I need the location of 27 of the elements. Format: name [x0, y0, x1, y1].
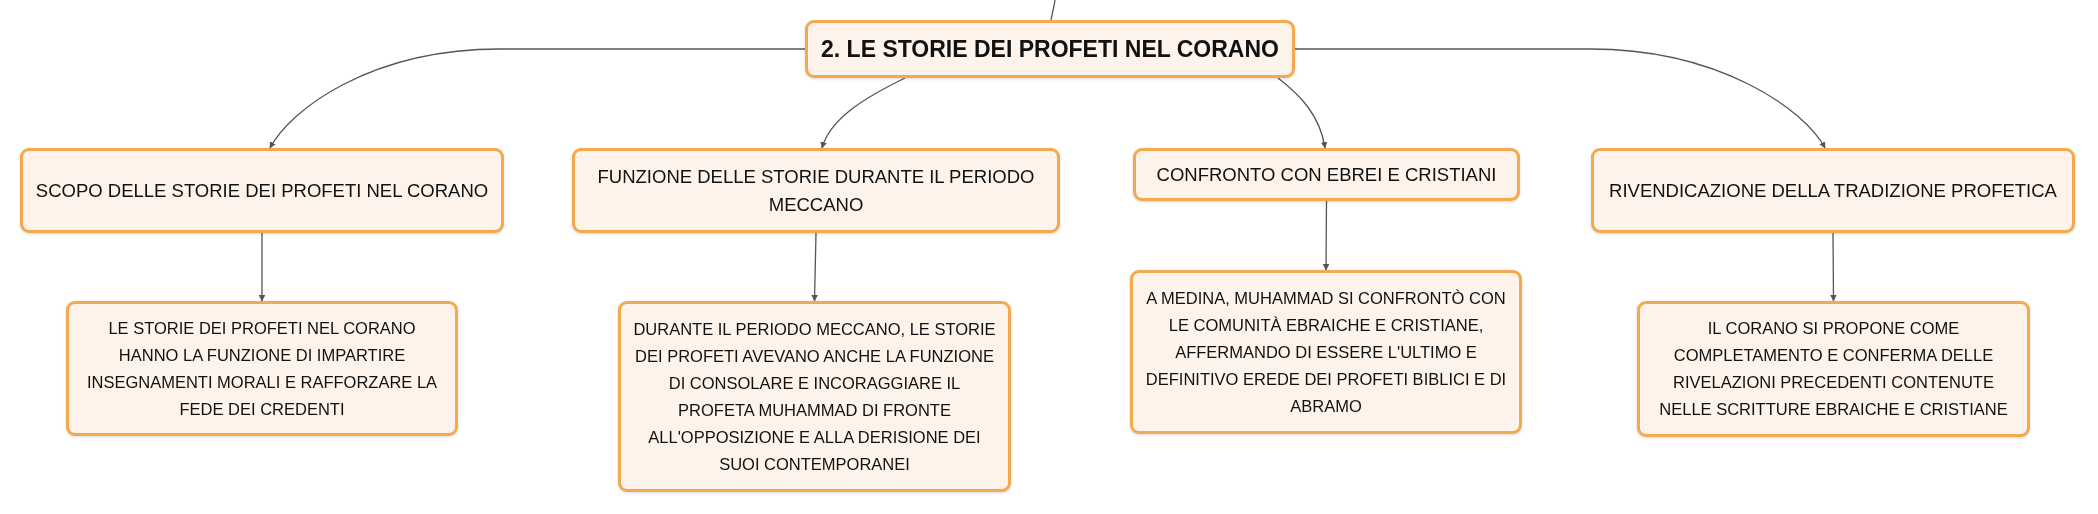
detail-box	[618, 301, 1011, 492]
detail-box	[66, 301, 458, 436]
node-text: LE STORIE DEI PROFETI NEL CORANO HANNO LA FUNZIONE DI IMPARTIRE INSEGNAMENTI MORALI E RAFFORZARE LA FEDE DEI CREDENTI	[85, 317, 439, 420]
connector	[1322, 200, 1330, 271]
node-text: SCOPO DELLE STORIE DEI PROFETI NEL CORANO	[35, 178, 489, 203]
connector	[1294, 48, 1826, 149]
connector	[1830, 232, 1837, 302]
connector	[269, 48, 806, 149]
topic-box	[20, 148, 504, 233]
node-text: 2. LE STORIE DEI PROFETI NEL CORANO	[821, 35, 1279, 63]
connector	[1277, 77, 1328, 149]
node-text: A MEDINA, MUHAMMAD SI CONFRONTÒ CON LE COMUNITÀ EBRAICHE E CRISTIANE, AFFERMANDO DI ESSERE L'ULTIMO E DEFINITIVO EREDE DEI PROFETI BIBLICI E DI ABRAMO	[1144, 287, 1508, 417]
topic-box	[1133, 148, 1520, 201]
connector	[820, 77, 906, 149]
connector	[811, 232, 818, 302]
topic-box	[1591, 148, 2075, 233]
detail-box	[1130, 270, 1522, 434]
connector	[1050, 0, 1056, 21]
node-text: DURANTE IL PERIODO MECCANO, LE STORIE DEI PROFETI AVEVANO ANCHE LA FUNZIONE DI CONSOLARE E INCORAGGIARE IL PROFETA MUHAMMAD DI FRONTE ALL'OPPOSIZIONE E ALLA DERISIONE DEI SUOI CONTEMPORANEI	[632, 318, 997, 475]
central-topic-box	[805, 20, 1295, 78]
node-text: RIVENDICAZIONE DELLA TRADIZIONE PROFETICA	[1609, 178, 2057, 203]
node-text: CONFRONTO CON EBREI E CRISTIANI	[1156, 162, 1497, 187]
node-text: FUNZIONE DELLE STORIE DURANTE IL PERIODO MECCANO	[596, 164, 1036, 217]
detail-box	[1637, 301, 2030, 437]
node-text: IL CORANO SI PROPONE COME COMPLETAMENTO E CONFERMA DELLE RIVELAZIONI PRECEDENTI CONTENUTE NELLE SCRITTURE EBRAICHE E CRISTIANE	[1658, 318, 2009, 420]
topic-box	[572, 148, 1060, 233]
connector	[258, 232, 266, 302]
